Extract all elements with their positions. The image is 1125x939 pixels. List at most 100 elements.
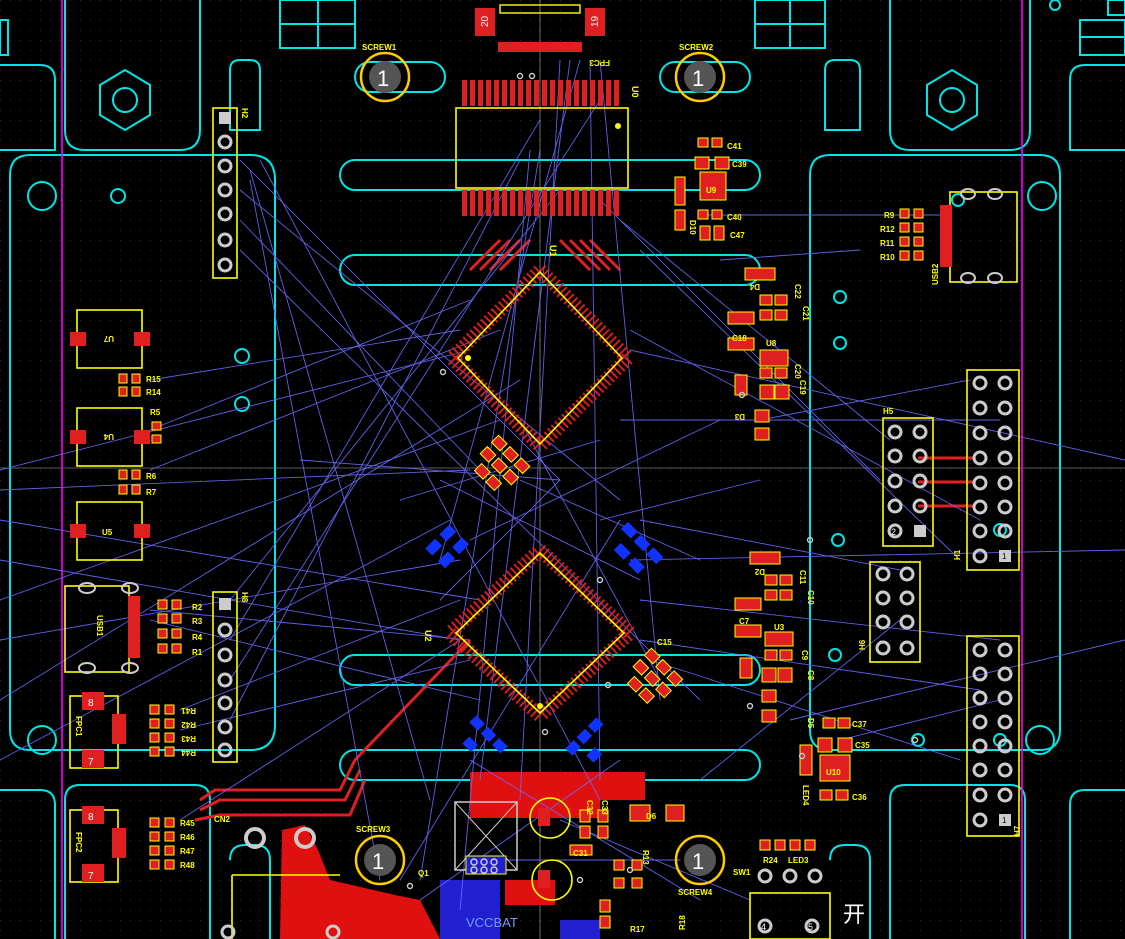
cap-c22-label: C22 bbox=[793, 284, 802, 299]
header-h1[interactable]: 1 H1 bbox=[953, 369, 1020, 571]
resistor-r6-label: R6 bbox=[146, 472, 157, 481]
ic-u1-label: U1 bbox=[548, 245, 558, 257]
vccbat-net-label: VCCBAT bbox=[466, 915, 518, 930]
resistor-r18-label: R18 bbox=[678, 915, 687, 930]
u1-decoupling-cluster[interactable] bbox=[469, 434, 531, 496]
fpc1-pin-top: 8 bbox=[88, 698, 94, 709]
switch-sw1-pin4: 4 bbox=[761, 922, 766, 932]
resistor-r11-label: R11 bbox=[880, 239, 895, 248]
ic-u0-label: U0 bbox=[630, 86, 640, 98]
ic-u2[interactable]: U2 bbox=[423, 540, 641, 726]
ic-u2-label: U2 bbox=[423, 630, 433, 642]
resistor-r1-label: R1 bbox=[192, 648, 203, 657]
fpc1-connector[interactable]: 8 7 FPC1 bbox=[69, 692, 126, 769]
diode-d6-label: D6 bbox=[646, 812, 657, 821]
resistors-left-top[interactable]: R15 R14 R5 R6 R7 bbox=[118, 373, 162, 497]
fpc2-connector[interactable]: 8 7 FPC2 bbox=[69, 806, 126, 883]
diode-d10-label: D10 bbox=[688, 220, 697, 235]
header-h2-label: H2 bbox=[240, 108, 249, 119]
switch-sw1[interactable]: SW1 4 5 bbox=[733, 868, 831, 939]
resistor-r43-label: R43 bbox=[181, 734, 196, 743]
resistors-usb1[interactable]: R2 R3 R4 R1 bbox=[157, 599, 203, 657]
connector-cn2[interactable]: CN2 bbox=[214, 815, 341, 939]
cap-c21-label: C21 bbox=[801, 306, 810, 321]
ic-u9-cluster[interactable]: C41 C39 U9 C40 C47 D10 bbox=[674, 137, 747, 241]
resistor-r42-label: R42 bbox=[181, 720, 196, 729]
usb2-label: USB2 bbox=[931, 263, 940, 285]
screw-3-number: 1 bbox=[372, 849, 384, 874]
ic-u4-label: U4 bbox=[103, 432, 114, 441]
cap-c32-label: C32 bbox=[585, 800, 594, 815]
ic-u7[interactable]: U7 bbox=[70, 309, 150, 369]
ic-u3-label: U3 bbox=[774, 623, 785, 632]
cap-c47-label: C47 bbox=[730, 231, 745, 240]
header-h5[interactable]: 2 H5 bbox=[882, 407, 934, 547]
ic-u10-label: U10 bbox=[826, 768, 841, 777]
resistors-fpc1[interactable]: R41 R42 R43 R44 bbox=[149, 704, 196, 757]
header-h5-pin2: 2 bbox=[891, 527, 896, 537]
resistor-r10-label: R10 bbox=[880, 253, 895, 262]
via-layer bbox=[406, 72, 919, 890]
resistor-r7-label: R7 bbox=[146, 488, 157, 497]
diode-d5-label: D5 bbox=[806, 718, 815, 729]
fpc3-label: FPC3 bbox=[589, 58, 610, 67]
cap-c7-label: C7 bbox=[739, 617, 750, 626]
ic-u1[interactable]: U1 bbox=[442, 245, 638, 456]
cap-c36-label: C36 bbox=[852, 793, 867, 802]
ic-u8-label: U8 bbox=[766, 339, 777, 348]
resistor-r45-label: R45 bbox=[180, 819, 195, 828]
header-h8[interactable]: H8 bbox=[212, 591, 249, 763]
ic-u10-cluster[interactable]: D5 C37 C35 U10 LED4 C36 bbox=[799, 717, 870, 806]
screw-3[interactable]: SCREW3 1 bbox=[354, 825, 406, 886]
fpc1-label: FPC1 bbox=[74, 716, 83, 737]
cap-c15-label: C15 bbox=[657, 638, 672, 647]
resistor-r14-label: R14 bbox=[146, 388, 161, 397]
resistors-fpc2[interactable]: R45 R46 R47 R48 bbox=[149, 817, 195, 870]
cap-c33-label: C33 bbox=[600, 800, 609, 815]
copper-pour-power bbox=[280, 772, 645, 939]
resistor-r2-label: R2 bbox=[192, 603, 203, 612]
resistor-r15-label: R15 bbox=[146, 375, 161, 384]
cap-c41-label: C41 bbox=[727, 142, 742, 151]
cap-c15-cluster[interactable]: C15 bbox=[622, 638, 684, 709]
screw-2-number: 1 bbox=[692, 66, 704, 91]
header-h8-label: H8 bbox=[240, 592, 249, 603]
led3-r24[interactable]: R24 LED3 bbox=[759, 839, 816, 865]
ic-u9-label: U9 bbox=[706, 186, 717, 195]
header-h7[interactable]: 1 H7 bbox=[966, 635, 1022, 837]
screw-4-number: 1 bbox=[692, 849, 704, 874]
transistor-q1-label: Q1 bbox=[418, 869, 429, 878]
resistor-r4-label: R4 bbox=[192, 633, 203, 642]
resistor-r3-label: R3 bbox=[192, 617, 203, 626]
ic-u0[interactable]: U0 bbox=[455, 80, 640, 216]
cap-c20-label: C20 bbox=[793, 364, 802, 379]
fpc1-pin-bottom: 7 bbox=[88, 757, 94, 768]
header-h6[interactable]: H6 bbox=[858, 561, 921, 663]
copper-top-traces bbox=[194, 238, 975, 822]
cap-c10-label: C10 bbox=[806, 590, 815, 605]
fpc3-pin-right: 19 bbox=[590, 15, 601, 27]
ic-u8-cluster[interactable]: D4 C22 C21 C18 U8 C20 C19 D3 bbox=[727, 267, 810, 441]
bottom-middle-components[interactable]: C32 C33 C31 D6 R13 R17 R18 Q1 VCCBAT bbox=[418, 797, 687, 934]
header-h2[interactable]: H2 bbox=[212, 107, 249, 279]
cap-c8-label: C8 bbox=[806, 670, 815, 681]
resistor-r48-label: R48 bbox=[180, 861, 195, 870]
resistor-r44-label: R44 bbox=[181, 748, 196, 757]
screw-2[interactable]: SCREW2 1 bbox=[674, 43, 726, 103]
usb2-connector[interactable]: USB2 bbox=[931, 188, 1018, 285]
usb1-connector[interactable]: USB1 bbox=[64, 582, 140, 674]
cap-c19-label: C19 bbox=[798, 380, 807, 395]
fpc3-connector[interactable]: 20 19 FPC3 bbox=[475, 4, 610, 67]
switch-sw1-label: SW1 bbox=[733, 868, 751, 877]
screw-1[interactable]: SCREW1 1 bbox=[359, 43, 411, 103]
screw-4[interactable]: SCREW4 1 bbox=[674, 834, 726, 897]
screw-2-label: SCREW2 bbox=[679, 43, 714, 52]
ic-u3-cluster[interactable]: D2 C11 C10 C7 U3 C9 C8 bbox=[734, 551, 815, 723]
fpc2-label: FPC2 bbox=[74, 832, 83, 853]
ic-u4[interactable]: U4 bbox=[70, 407, 150, 467]
ic-u5[interactable]: U5 bbox=[70, 501, 150, 561]
fpc3-pin-left: 20 bbox=[480, 15, 491, 27]
resistors-usb2[interactable]: R9 R12 R11 R10 bbox=[880, 208, 924, 262]
